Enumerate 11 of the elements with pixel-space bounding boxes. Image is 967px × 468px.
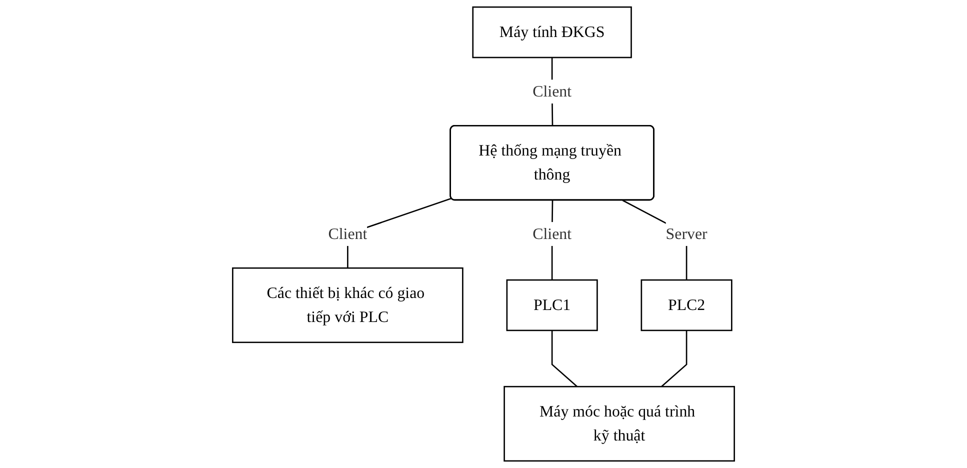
- edge-label: Client: [532, 224, 572, 242]
- node-box: Máy tính ĐKGS: [472, 6, 632, 58]
- connector: [551, 330, 578, 388]
- node-box: PLC2: [640, 279, 732, 332]
- connector: [661, 330, 688, 388]
- node-box: Các thiết bị khác có giao tiếp với PLC: [232, 267, 464, 344]
- edge-label: Client: [532, 82, 572, 100]
- node-box: Máy móc hoặc quá trình kỹ thuật: [504, 386, 735, 462]
- node-box: PLC1: [506, 279, 598, 332]
- edge-label: Server: [666, 224, 708, 242]
- edge-label: Client: [328, 224, 368, 242]
